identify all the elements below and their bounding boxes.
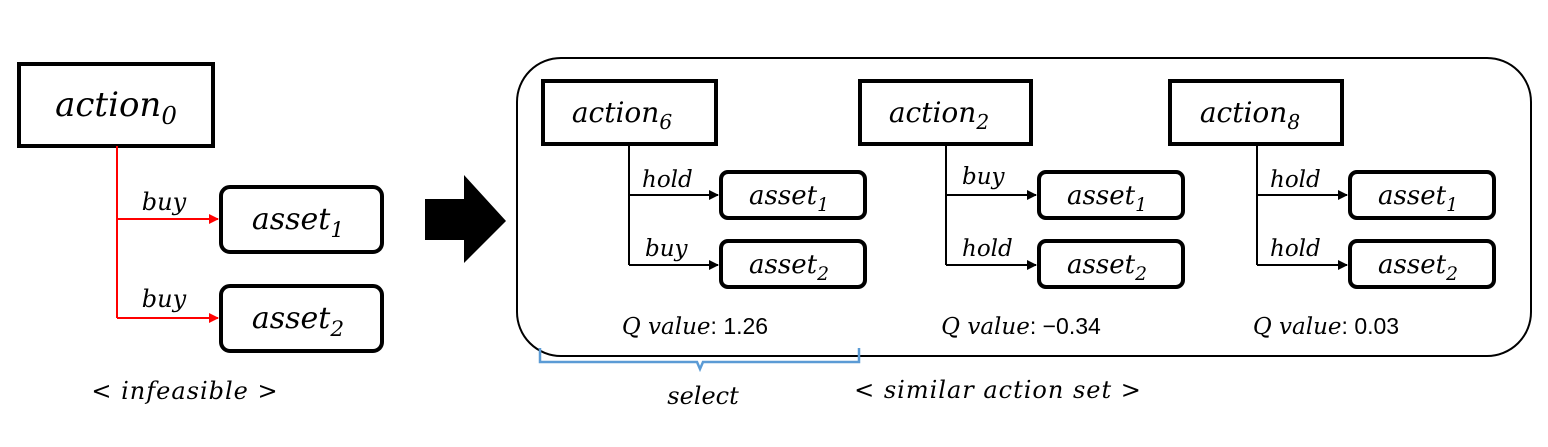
action-0-box — [17, 62, 215, 148]
action-8-q-value: Q value: 0.03 — [1253, 313, 1399, 340]
infeasible-group: action0 buy buy asset1 asset2 < infeasib… — [17, 62, 384, 405]
action-2-asset-1-label: asset1 — [1067, 181, 1147, 216]
infeasible-asset-1-label: asset1 — [252, 202, 344, 243]
transform-arrow-icon — [425, 175, 506, 263]
action-2-asset-1-box — [1037, 170, 1185, 220]
action-6-box — [541, 79, 718, 146]
action-8-asset-1-label: asset1 — [1378, 181, 1458, 216]
action-8-edge-1-label: hold — [1270, 167, 1321, 193]
action-6-q-value: Q value: 1.26 — [622, 313, 768, 340]
action-2-q-value: Q value: −0.34 — [941, 313, 1101, 340]
select-label: select — [667, 382, 739, 410]
infeasible-edge-2-label: buy — [142, 285, 187, 313]
action-2-edge-2-label: hold — [962, 236, 1013, 262]
action-2-label: action2 — [889, 96, 989, 134]
similar-action-6: action6 hold buy asset1 asset2 Q value: … — [541, 79, 867, 340]
action-6-asset-2-label: asset2 — [749, 250, 829, 285]
action-8-label: action8 — [1200, 96, 1300, 134]
action-6-asset-1-label: asset1 — [749, 181, 829, 216]
action-6-label: action6 — [572, 96, 672, 134]
similar-action-2: action2 buy hold asset1 asset2 Q value: … — [858, 79, 1185, 340]
similar-set-caption: < similar action set > — [854, 376, 1142, 404]
select-brace — [538, 348, 861, 373]
action-6-asset-2-box — [719, 239, 867, 289]
action-8-asset-1-box — [1348, 170, 1496, 220]
action-0-label: action0 — [55, 85, 177, 130]
infeasible-asset-1-box — [219, 185, 384, 254]
action-2-asset-2-label: asset2 — [1067, 250, 1147, 285]
action-2-edge-1-label: buy — [962, 164, 1006, 190]
infeasible-asset-2-box — [219, 284, 384, 353]
action-8-asset-2-label: asset2 — [1378, 250, 1458, 285]
action-8-box — [1168, 79, 1344, 146]
action-8-edge-2-label: hold — [1270, 236, 1321, 262]
infeasible-asset-2-label: asset2 — [252, 301, 344, 342]
similar-action-8: action8 hold hold asset1 asset2 Q value:… — [1168, 79, 1496, 340]
action-8-asset-2-box — [1348, 239, 1496, 289]
infeasible-caption: < infeasible > — [91, 377, 278, 405]
action-2-asset-2-box — [1037, 239, 1185, 289]
action-6-edge-2-label: buy — [645, 236, 689, 262]
infeasible-edge-1-label: buy — [142, 188, 187, 216]
similar-action-set: action6 hold buy asset1 asset2 Q value: … — [516, 57, 1532, 410]
action-6-asset-1-box — [719, 170, 867, 220]
action-6-edge-1-label: hold — [642, 167, 693, 193]
